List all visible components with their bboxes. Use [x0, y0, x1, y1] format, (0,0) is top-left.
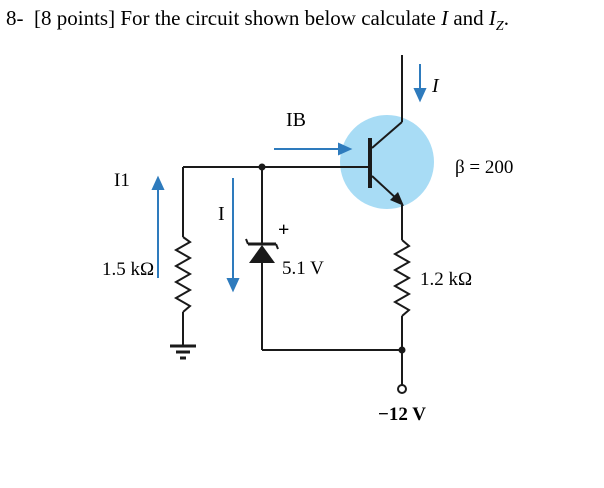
- label-r1: 1.5 kΩ: [102, 259, 154, 280]
- question-var-iz: IZ: [488, 6, 504, 35]
- junction-dot: [258, 163, 266, 171]
- question-text: For the circuit shown below calculate: [120, 6, 436, 30]
- resistor-1-2k: [392, 239, 412, 317]
- label-plus: +: [278, 219, 289, 241]
- question-number: 8-: [6, 6, 24, 30]
- label-i-mid: I: [218, 203, 225, 225]
- label-zener-voltage: 5.1 V: [282, 258, 324, 279]
- label-ib: IB: [286, 109, 306, 131]
- emitter-wire: [371, 175, 399, 201]
- question-var-i: I: [441, 6, 449, 30]
- label-i1: I1: [114, 170, 130, 191]
- question-conj: and: [453, 6, 484, 30]
- question-points: [8 points]: [34, 6, 116, 30]
- label-i-top: I: [431, 75, 440, 97]
- supply-terminal: [397, 384, 407, 394]
- junction-dot: [398, 346, 406, 354]
- zener-diode: [249, 245, 275, 263]
- label-supply: −12 V: [378, 404, 426, 425]
- resistor-1-5k: [173, 236, 193, 313]
- emitter-arrowhead: [390, 192, 404, 206]
- label-r2: 1.2 kΩ: [420, 269, 472, 290]
- question-heading: 8- [8 points] For the circuit shown belo…: [6, 6, 509, 35]
- label-beta: β = 200: [455, 157, 513, 178]
- transistor-body: [340, 115, 434, 209]
